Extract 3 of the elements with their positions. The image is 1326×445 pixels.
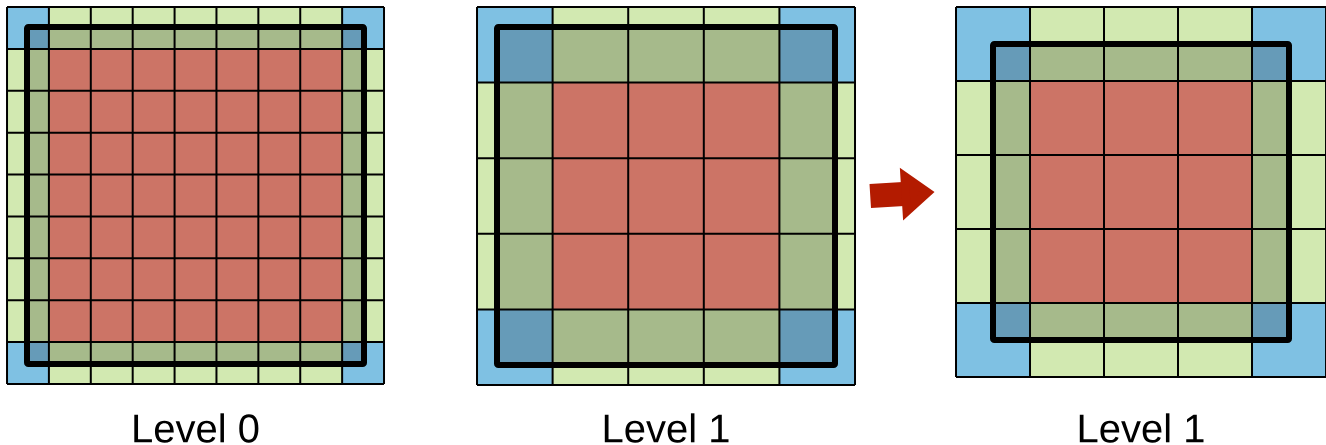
level-label: Level 1: [604, 413, 729, 443]
level-label: Level 1: [1079, 413, 1204, 443]
level-label: Level 0: [134, 413, 259, 443]
